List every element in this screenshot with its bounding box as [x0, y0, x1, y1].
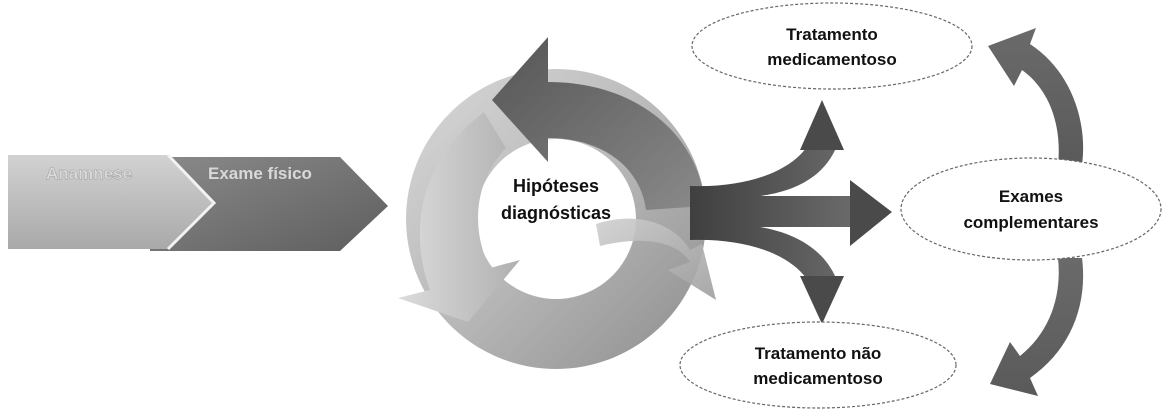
center-label-line2: diagnósticas [501, 203, 611, 223]
node-exames-complementares [901, 158, 1161, 260]
step-exame-fisico-label: Exame físico [208, 164, 312, 183]
process-chevrons: Anamnese Exame físico [8, 155, 388, 251]
node-top-line1: Tratamento [786, 25, 878, 44]
branch-arrow-right [850, 180, 892, 246]
node-tratamento-medicamentoso [692, 3, 972, 89]
node-bottom-line2: medicamentoso [753, 369, 882, 388]
branch-body [690, 148, 852, 278]
node-middle-line2: complementares [963, 213, 1098, 232]
node-top-line2: medicamentoso [767, 50, 896, 69]
node-tratamento-nao-medicamentoso [680, 322, 956, 408]
diagnosis-cycle: Hipóteses diagnósticas [398, 37, 716, 369]
branch-arrow-down [800, 276, 844, 324]
feedback-arrow-bottom [990, 258, 1083, 396]
branch-arrow-up [800, 100, 844, 150]
branching-arrows [690, 100, 892, 324]
node-middle-line1: Exames [999, 187, 1063, 206]
step-anamnese-label: Anamnese [46, 164, 132, 183]
node-bottom-line1: Tratamento não [755, 344, 882, 363]
feedback-arrow-top [988, 28, 1083, 165]
center-label-line1: Hipóteses [513, 176, 599, 196]
